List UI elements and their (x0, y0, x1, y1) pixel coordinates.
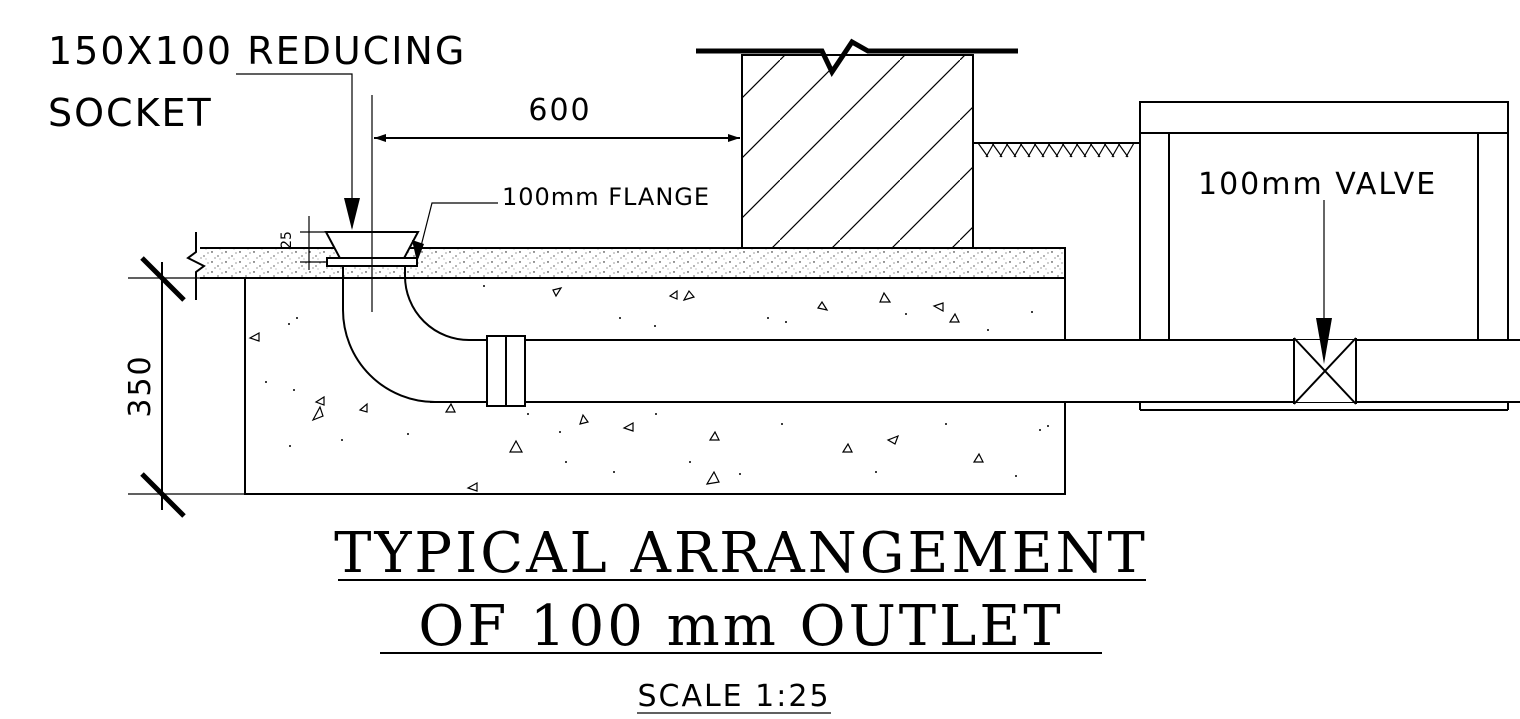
valve-symbol (1293, 337, 1357, 405)
scale-label: SCALE 1:25 (637, 679, 830, 714)
dimension-25-label: 25 (279, 231, 295, 249)
valve-label: 100mm VALVE (1198, 167, 1437, 202)
aggregate-marks (248, 287, 984, 492)
aggregate-dots (265, 285, 1049, 477)
title-line2: OF 100 mm OUTLET (418, 594, 1063, 659)
dimension-350 (128, 256, 245, 518)
hatched-wall (696, 38, 1018, 249)
reducing-socket-label-line2: SOCKET (48, 91, 213, 135)
title-line1: TYPICAL ARRANGEMENT (334, 521, 1148, 586)
dimension-600-label: 600 (528, 93, 591, 128)
reducing-socket-label-line1: 150X100 REDUCING (48, 29, 466, 73)
valve-leader (1316, 200, 1332, 364)
ground-hatch (973, 142, 1140, 158)
dimension-350-label: 350 (123, 354, 158, 417)
flange-leader (412, 202, 498, 262)
reducing-socket-leader (236, 73, 360, 230)
flange-label: 100mm FLANGE (502, 183, 710, 211)
dimension-25 (300, 216, 326, 270)
